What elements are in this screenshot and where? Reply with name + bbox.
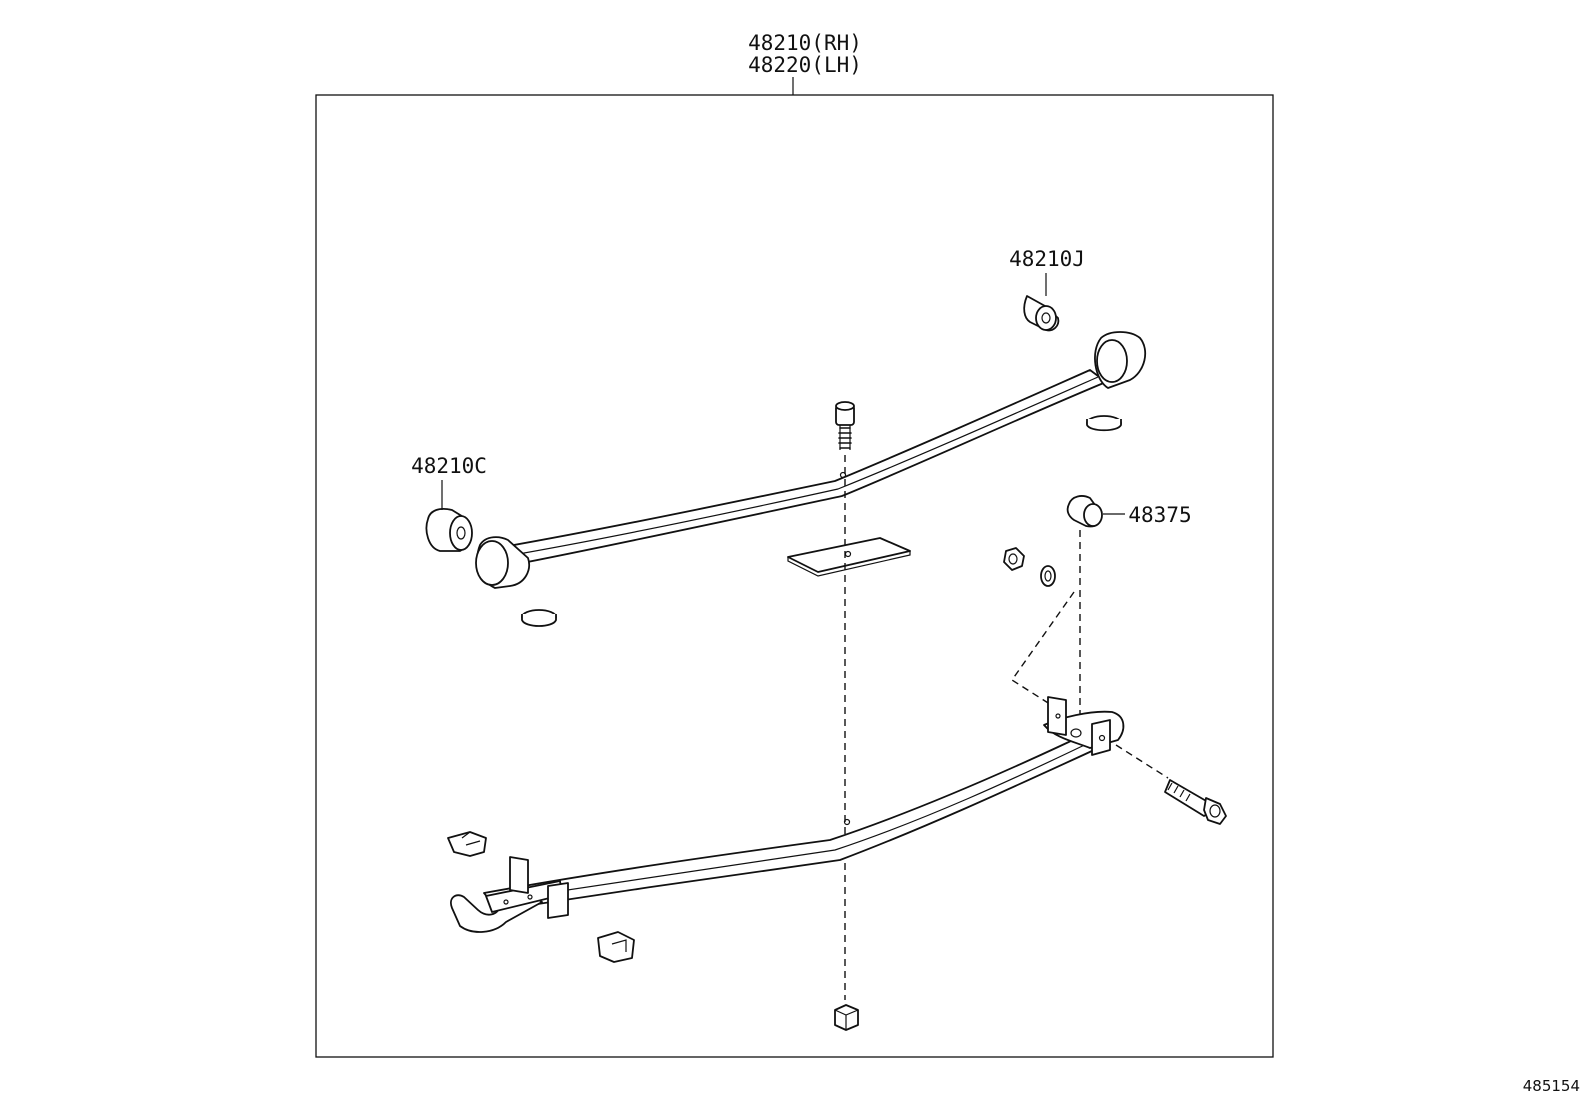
bushing-48375 [1066, 495, 1103, 528]
spring-clip-lower [597, 931, 635, 963]
assembly-frame [315, 94, 1274, 1058]
center-bolt [835, 401, 855, 450]
anti-squeak-pad-front [521, 609, 557, 627]
bolt-dashed-line [1115, 744, 1169, 779]
main-leaf-rear-eye [1094, 331, 1147, 389]
center-nut [834, 1004, 859, 1031]
bushing-48210j [1023, 295, 1060, 332]
lock-washer [1040, 565, 1056, 587]
main-leaf-front-eye [475, 536, 530, 589]
helper-leaf-front-bracket [450, 856, 569, 933]
main-leaf-spring [475, 331, 1147, 589]
label-48210j: 48210J [1009, 247, 1085, 271]
spacer-plate [787, 537, 911, 577]
anti-squeak-pad-rear [1086, 415, 1122, 432]
helper-leaf-spring [483, 731, 1106, 911]
helper-leaf-rear-bracket [1043, 696, 1125, 756]
spring-clip-upper [447, 831, 487, 857]
label-48210c: 48210C [411, 454, 487, 478]
bushing-48210c [425, 507, 473, 552]
small-nut [1003, 547, 1025, 571]
shackle-bolt [1164, 779, 1227, 825]
label-48210-rh: 48210(RH) [748, 31, 862, 55]
label-48375: 48375 [1128, 503, 1191, 527]
figure-code: 485154 [1523, 1077, 1580, 1095]
nut-dashed-line [1011, 591, 1075, 709]
label-48220-lh: 48220(LH) [748, 53, 862, 77]
